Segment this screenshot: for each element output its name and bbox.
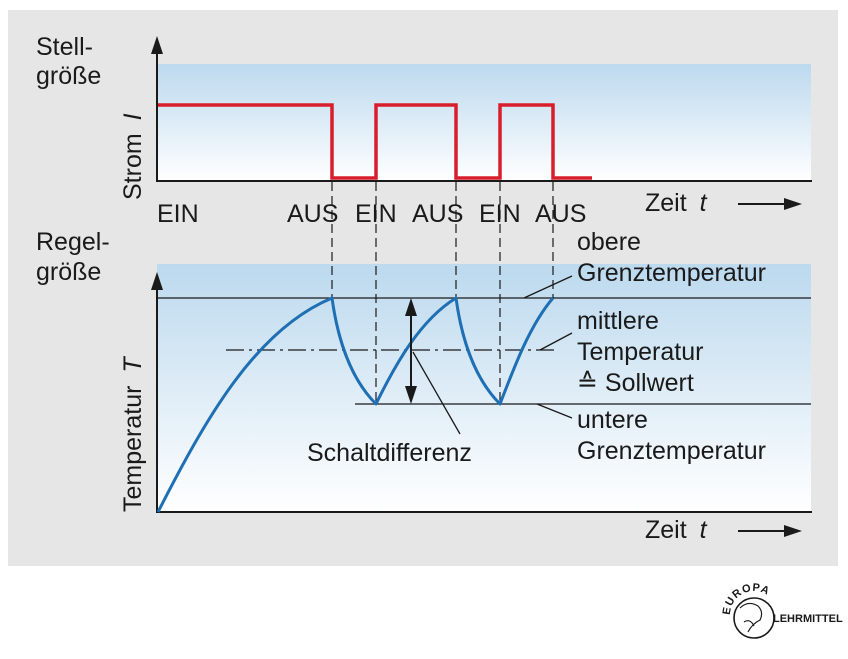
regelgroesse-line1: Regel- xyxy=(36,228,110,256)
logo-side-text: LEHRMITTEL xyxy=(773,613,843,625)
top-time-word: Zeit xyxy=(645,189,687,217)
lower-limit-label-line2: Grenztemperatur xyxy=(577,437,766,465)
lower-limit-leader xyxy=(536,403,573,419)
top-time-symbol: t xyxy=(700,189,708,217)
state-label: AUS xyxy=(535,200,586,228)
top-time-label: Zeit t xyxy=(645,189,708,217)
stellgroesse-line2: größe xyxy=(36,62,101,90)
logo-globe-icon xyxy=(733,597,775,639)
logo-map-icon xyxy=(739,602,763,633)
temperatur-axis-symbol: T xyxy=(119,356,147,373)
regelgroesse-line2: größe xyxy=(36,258,101,286)
bottom-y-arrowhead xyxy=(151,272,163,290)
stellgroesse-line1: Stell- xyxy=(36,33,93,61)
hysteresis-label: Schaltdifferenz xyxy=(307,439,472,467)
state-label: AUS xyxy=(287,200,338,228)
switching-signal-line xyxy=(158,103,592,180)
top-time-arrowhead xyxy=(784,198,802,210)
top-y-arrowhead xyxy=(151,36,163,54)
bottom-time-word: Zeit xyxy=(645,516,687,544)
top-panel: Stell- größe Strom I EIN AUS EIN AUS EIN… xyxy=(36,33,812,228)
state-label: AUS xyxy=(412,200,463,228)
top-plot-area xyxy=(157,64,811,181)
setpoint-label-line1: mittlere xyxy=(577,307,659,335)
setpoint-leader xyxy=(539,332,573,351)
hysteresis-leader xyxy=(412,351,461,435)
temperature-curve xyxy=(156,296,555,513)
strom-axis-word: Strom xyxy=(119,133,147,200)
hysteresis-arrowhead-down xyxy=(405,386,417,404)
setpoint-label-line3: ≙ Sollwert xyxy=(577,369,694,397)
switching-guides xyxy=(331,182,554,404)
bottom-time-arrowhead xyxy=(784,525,802,537)
bottom-time-symbol: t xyxy=(700,516,708,544)
upper-limit-leader xyxy=(523,275,573,299)
upper-limit-label-line2: Grenztemperatur xyxy=(577,259,766,287)
strom-axis-symbol: I xyxy=(119,113,147,120)
temperatur-axis-label: Temperatur T xyxy=(119,356,147,512)
state-label: EIN xyxy=(157,200,199,228)
bottom-panel: Regel- größe Temperatur T Schaltdifferen… xyxy=(36,182,812,544)
lower-limit-label-line1: untere xyxy=(577,406,648,434)
hysteresis-arrowhead-up xyxy=(405,298,417,316)
setpoint-label-line2: Temperatur xyxy=(577,338,703,366)
bottom-time-label: Zeit t xyxy=(645,516,708,544)
europa-lehrmittel-logo: EUROPA LEHRMITTEL xyxy=(721,582,843,639)
temperatur-axis-word: Temperatur xyxy=(119,386,147,512)
bottom-plot-area xyxy=(157,264,811,512)
upper-limit-label-line1: obere xyxy=(577,228,641,256)
strom-axis-label: Strom I xyxy=(119,113,147,200)
